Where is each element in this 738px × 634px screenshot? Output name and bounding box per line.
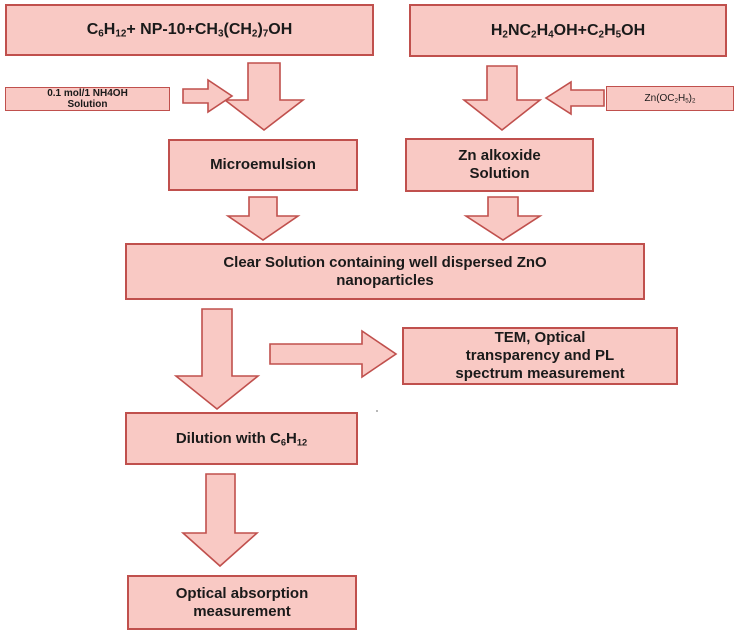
formula-subscript: 2: [598, 29, 605, 41]
characterization-box: TEM, Optical transparency and PL spectru…: [402, 327, 678, 385]
formula-text: + NP-10+CH: [126, 21, 218, 39]
clear-solution-line1: Clear Solution containing well dispersed…: [223, 253, 547, 271]
optical-absorption-line2: measurement: [193, 602, 291, 620]
formula-text: OH+C: [553, 21, 599, 39]
arrow-down-to-dilution: [173, 308, 261, 411]
formula-text: H: [604, 21, 616, 39]
zn-alkoxide-box: Zn alkoxide Solution: [405, 138, 594, 192]
arrow-left-from-zinc-ethoxide: [544, 80, 605, 116]
formula-subscript: 4: [548, 29, 554, 41]
arrow-right-to-characterization: [269, 329, 398, 379]
formula-subscript: 7: [262, 28, 269, 40]
optical-absorption-line1: Optical absorption: [175, 584, 309, 602]
optical-absorption-box: Optical absorption measurement: [127, 575, 357, 630]
formula-text: H: [103, 21, 116, 39]
formula-subscript: 5: [685, 97, 689, 105]
formula-subscript: 3: [217, 28, 224, 40]
formula-subscript: 2: [251, 28, 258, 40]
formula-subscript: 2: [692, 97, 696, 105]
formula-text: ): [257, 21, 263, 39]
ammonia-solution-box: 0.1 mol/1 NH4OH Solution: [5, 87, 170, 111]
microemulsion-box: Microemulsion: [168, 139, 358, 191]
reactants-right-formula: H2NC2H4OH+C2H5OH: [491, 21, 645, 40]
formula-text: H: [285, 429, 297, 447]
formula-subscript: 2: [502, 29, 508, 41]
formula-subscript: 6: [98, 28, 104, 40]
ammonia-solution-line1: 0.1 mol/1 NH4OH: [47, 87, 128, 99]
reactants-right-box: H2NC2H4OH+C2H5OH: [409, 4, 727, 57]
arrow-right-from-ammonia: [182, 78, 234, 114]
dilution-label: Dilution with C6H12: [176, 430, 307, 448]
formula-text: C: [86, 21, 99, 39]
zn-alkoxide-line1: Zn alkoxide: [458, 147, 541, 164]
formula-text: OH: [621, 21, 646, 39]
clear-solution-line2: nanoparticles: [336, 271, 434, 289]
clear-solution-box: Clear Solution containing well dispersed…: [125, 243, 645, 300]
formula-text: H: [490, 21, 503, 39]
arrow-down-to-clear-solution-right: [463, 196, 543, 241]
formula-text: (CH: [223, 21, 252, 39]
formula-text: NC: [507, 21, 532, 39]
dilution-box: Dilution with C6H12: [125, 412, 358, 465]
characterization-line2: transparency and PL: [465, 347, 615, 364]
formula-subscript: 2: [531, 29, 537, 41]
stray-dot: [376, 410, 378, 412]
formula-subscript: 6: [280, 436, 286, 447]
zinc-ethoxide-box: Zn(OC2H5)2: [606, 86, 734, 111]
formula-text: Zn(OC: [644, 92, 675, 104]
formula-subscript: 12: [115, 28, 127, 40]
arrow-down-to-microemulsion: [222, 62, 306, 132]
formula-subscript: 12: [296, 436, 308, 447]
arrow-down-to-optical-absorption: [180, 473, 260, 568]
arrow-down-to-zn-alkoxide: [461, 65, 543, 132]
zinc-ethoxide-formula: Zn(OC2H5)2: [645, 93, 696, 105]
reactants-left-formula: C6H12+ NP-10+CH3(CH2)7OH: [87, 20, 293, 39]
zn-alkoxide-line2: Solution: [469, 165, 530, 182]
formula-text: OH: [268, 21, 293, 39]
formula-text: H: [677, 92, 686, 104]
characterization-line3: spectrum measurement: [455, 365, 625, 382]
arrow-down-to-clear-solution-left: [225, 196, 301, 241]
formula-subscript: 2: [674, 97, 678, 105]
characterization-line1: TEM, Optical: [494, 329, 586, 346]
formula-text: ): [688, 92, 693, 104]
formula-subscript: 5: [615, 29, 622, 41]
reactants-left-box: C6H12+ NP-10+CH3(CH2)7OH: [5, 4, 374, 56]
formula-text: Dilution with C: [175, 429, 281, 447]
microemulsion-label: Microemulsion: [210, 156, 316, 173]
formula-text: H: [536, 21, 549, 39]
ammonia-solution-line2: Solution: [67, 99, 108, 110]
